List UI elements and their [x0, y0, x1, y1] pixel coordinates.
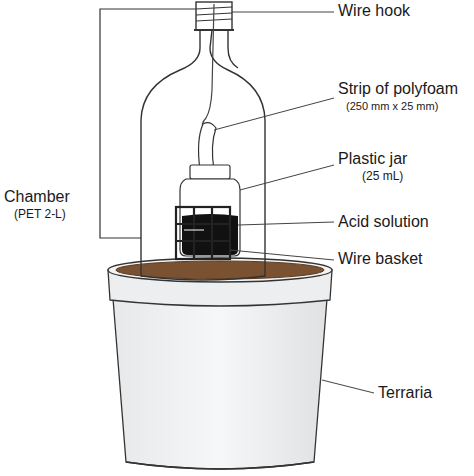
part-label: Wire hook	[338, 2, 410, 20]
part-label: Terraria	[378, 384, 432, 402]
wire-hook	[202, 4, 214, 132]
part-label: (25 mL)	[362, 170, 403, 184]
part-label: (250 mm x 25 mm)	[346, 100, 438, 113]
leader-lines	[214, 12, 374, 393]
part-label: Strip of polyfoam	[338, 80, 458, 98]
polyfoam-strip	[199, 123, 216, 170]
jar-neck	[190, 165, 230, 179]
chamber-bracket	[100, 9, 196, 238]
bottle-body	[141, 30, 265, 280]
part-label: (PET 2-L)	[14, 208, 66, 222]
part-label: Plastic jar	[338, 150, 407, 168]
pot-body	[112, 286, 328, 469]
part-label: Wire basket	[338, 250, 422, 268]
part-label: Chamber	[4, 188, 70, 206]
wire-basket	[176, 207, 230, 259]
part-label: Acid solution	[338, 213, 429, 231]
